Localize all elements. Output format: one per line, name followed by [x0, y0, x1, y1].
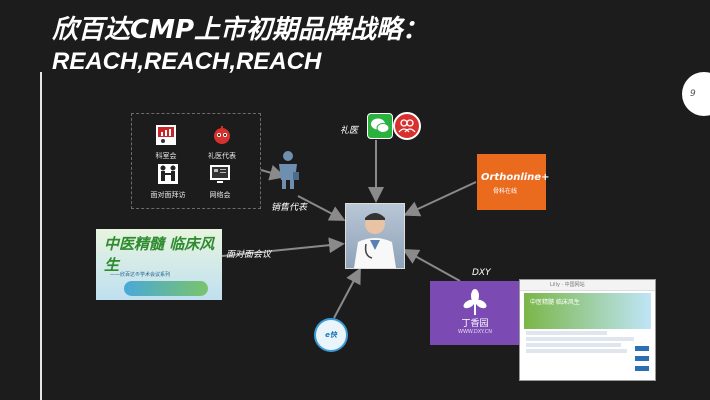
dxy-label: DXY [472, 268, 491, 278]
dxy-name: 丁香园 [461, 319, 489, 329]
channel-webinar: 网络会 [200, 163, 240, 200]
website-row [526, 331, 607, 335]
virus-mascot-icon [214, 126, 230, 144]
handshake-icon [158, 164, 178, 184]
banner-headline: 中医精髓 临床风生 [104, 235, 215, 274]
arrow-from-dxy [402, 249, 461, 282]
face-to-face-label: 面对面会议 [226, 250, 272, 260]
website-screenshot: Lilly · 中国网站 中医精髓 临床风生 [519, 279, 656, 381]
orthonline-sub: 骨科在线 [493, 188, 518, 195]
monitor-icon [210, 165, 230, 183]
website-row [526, 337, 634, 341]
vertical-divider [40, 72, 42, 400]
arrow-from-sales-rep [297, 195, 346, 221]
website-header: Lilly · 中国网站 [520, 280, 655, 291]
arrow-from-orange [403, 181, 477, 217]
ekuai-text: e快 [325, 331, 337, 339]
arrow-from-ekuai [333, 267, 361, 319]
doctor-community-icon [393, 112, 421, 140]
sales-rep-icon [279, 151, 299, 189]
orthonline-logo: Orthonline+ 骨科在线 [477, 154, 550, 210]
website-hero-text: 中医精髓 临床风生 [530, 299, 580, 306]
clove-flower-icon [463, 289, 487, 315]
channel-label: 面对面拜访 [150, 191, 186, 199]
arrow-from-banner [221, 237, 345, 257]
doctor-image [345, 203, 405, 269]
website-button [635, 346, 649, 351]
channel-label: 礼医代表 [208, 152, 236, 160]
website-row [526, 343, 621, 347]
liyi-label: 礼医 [340, 126, 359, 136]
channel-face-visit: 面对面拜访 [146, 163, 190, 200]
channel-keshihui: 科室会 [146, 124, 186, 161]
page-title: 欣百达CMP上市初期品牌战略： REACH,REACH,REACH [52, 14, 612, 78]
presentation-icon [156, 125, 176, 145]
ekuai-logo: e快 [314, 318, 348, 352]
channels-box [131, 113, 261, 209]
meeting-banner: 中医精髓 临床风生 ——欣百达®学术会议系列 [96, 229, 222, 300]
wechat-icon [367, 113, 393, 139]
website-button [635, 356, 649, 361]
website-row [526, 349, 628, 353]
dxy-url: WWW.DXY.CN [458, 329, 492, 335]
title-line-1: 欣百达CMP上市初期品牌战略： [52, 15, 429, 45]
channel-label: 科室会 [155, 152, 177, 160]
banner-subline: ——欣百达®学术会议系列 [110, 272, 171, 278]
page-number-badge: 9 [682, 72, 710, 116]
page-number: 9 [690, 89, 696, 99]
arrow-from-channels [260, 165, 286, 181]
dxy-logo: 丁香园 WWW.DXY.CN [430, 281, 520, 345]
channel-label: 网络会 [209, 191, 231, 199]
title-line-2: REACH,REACH,REACH [52, 48, 322, 75]
banner-strip [124, 281, 208, 296]
orthonline-brand: Orthonline+ [481, 172, 550, 183]
website-button [635, 366, 649, 371]
sales-rep-label: 销售代表 [271, 203, 308, 213]
website-hero: 中医精髓 临床风生 [524, 293, 651, 329]
channel-liyi-rep: 礼医代表 [200, 124, 244, 161]
